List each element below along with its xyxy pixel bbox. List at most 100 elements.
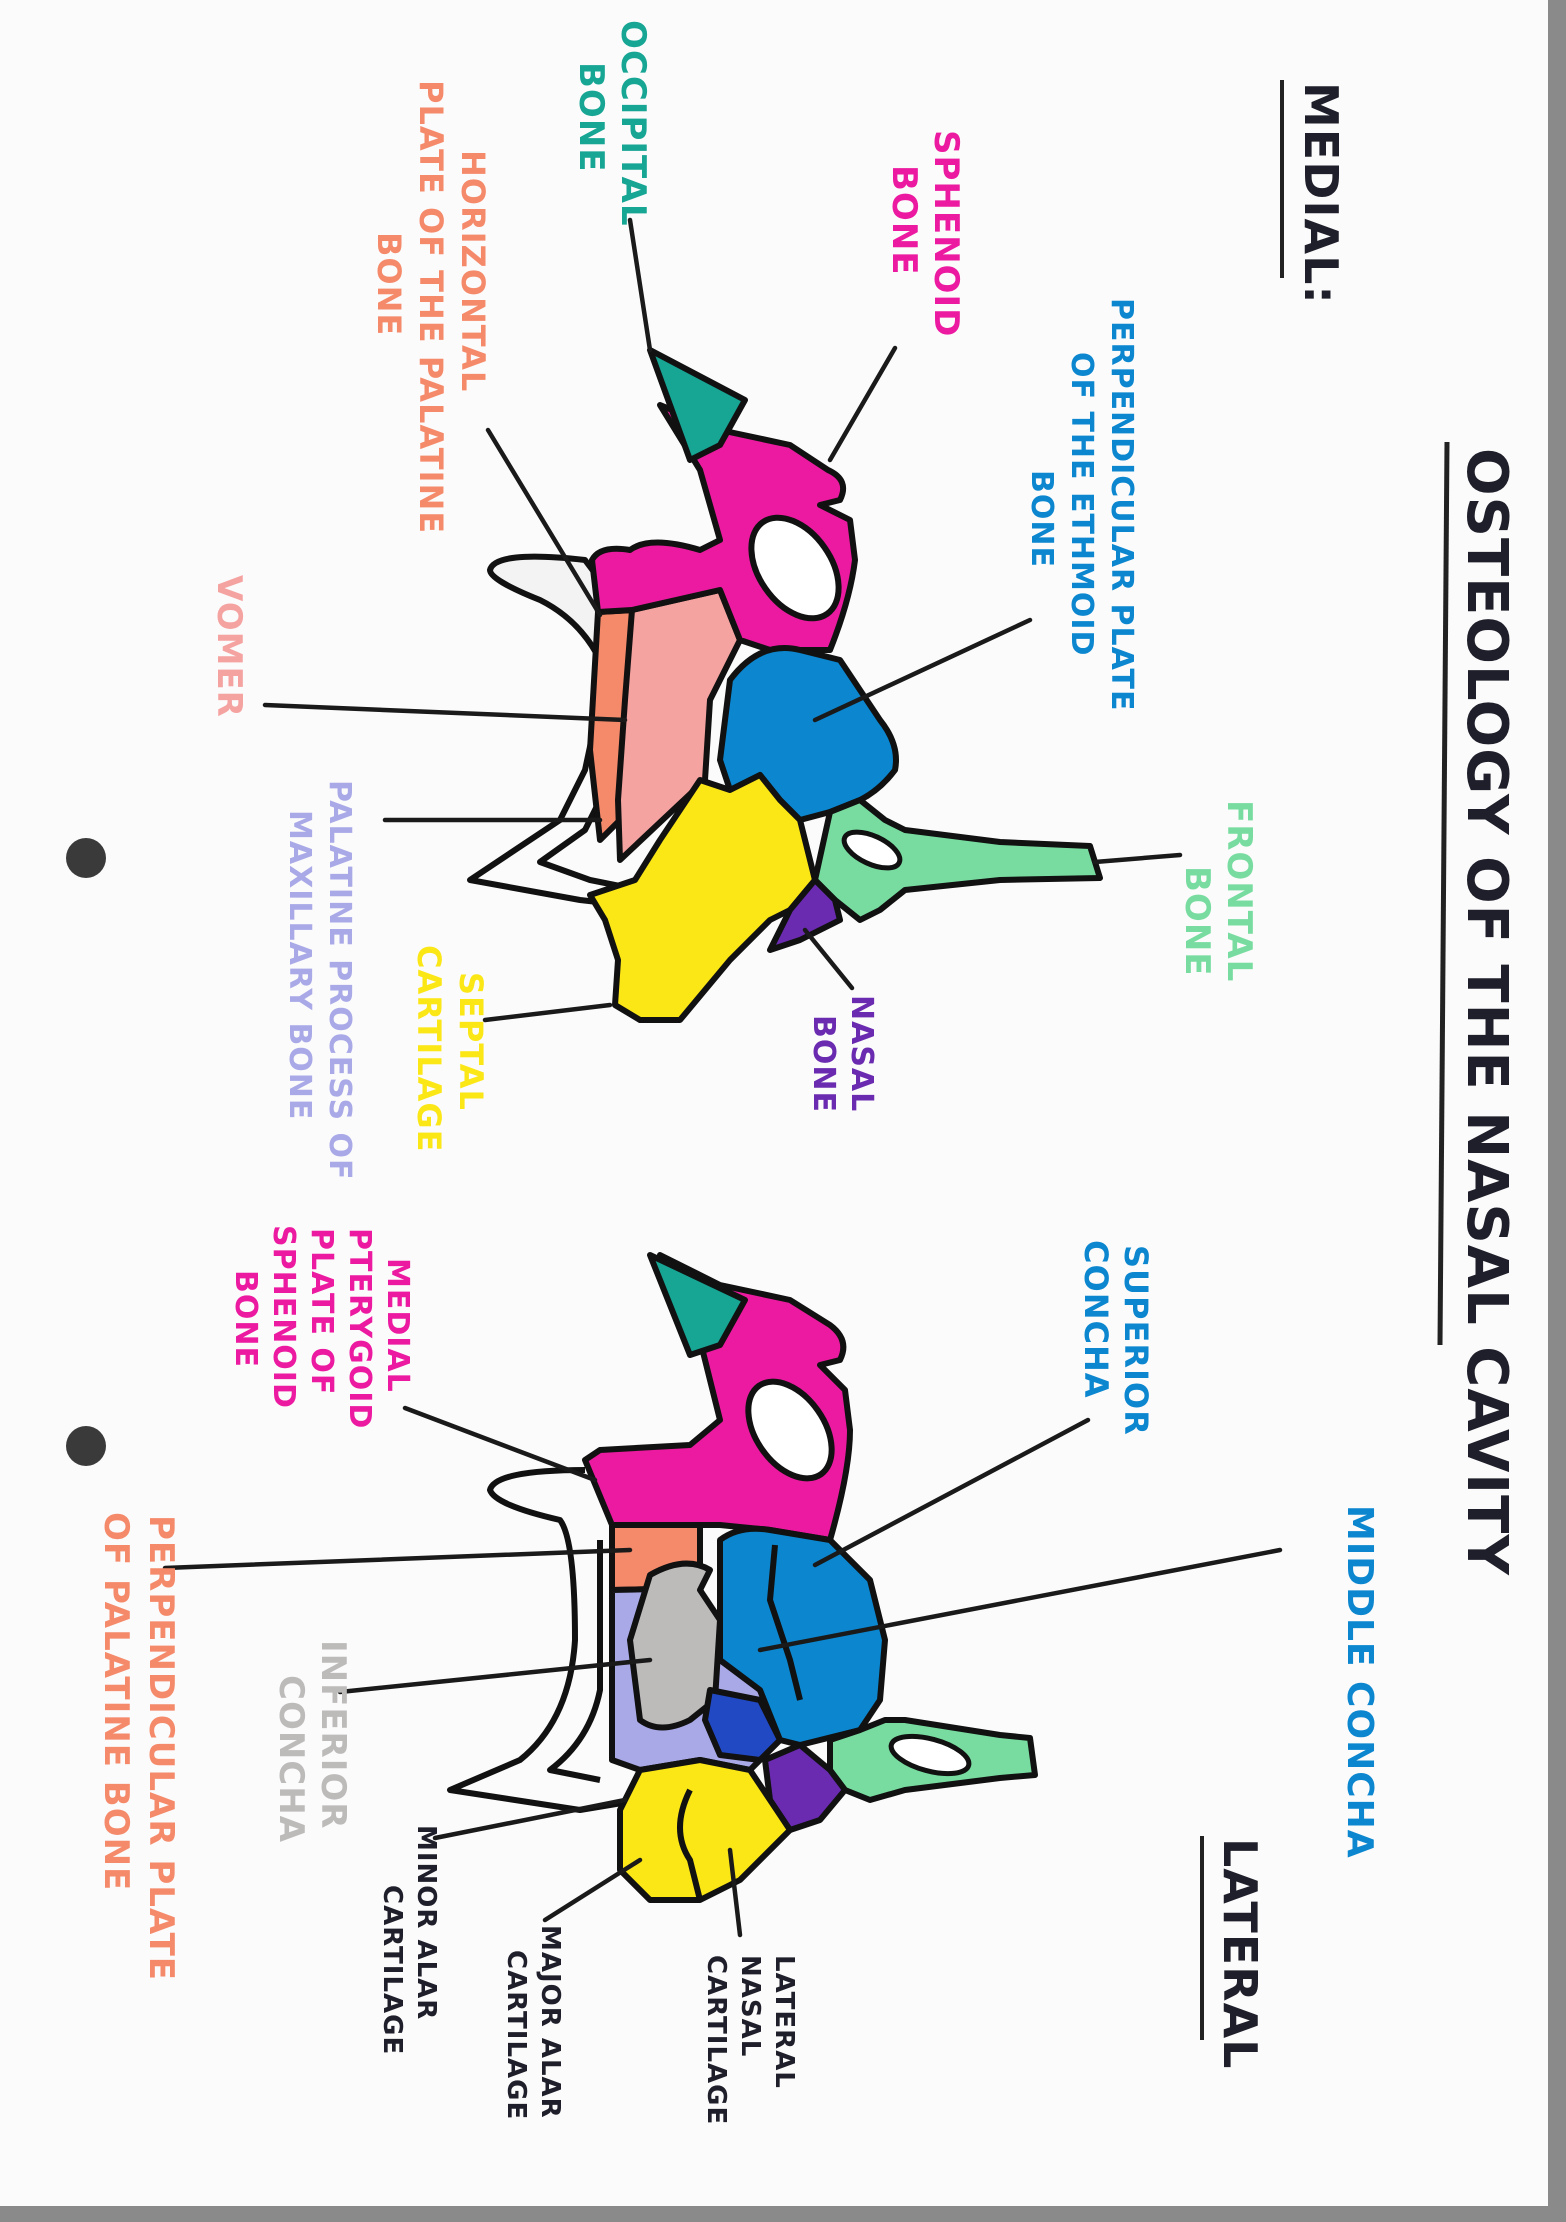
frontal-sinus-hole	[841, 829, 903, 871]
svg-text:BONE: BONE	[884, 165, 924, 276]
svg-text:PLATE OF THE PALATINE: PLATE OF THE PALATINE	[412, 80, 450, 534]
label-palatine-process: PALATINE PROCESS OF MAXILLARY BONE	[282, 780, 357, 1181]
svg-text:MAXILLARY BONE: MAXILLARY BONE	[282, 810, 317, 1120]
leader-major-alar	[542, 1857, 643, 1923]
svg-text:MAJOR ALAR: MAJOR ALAR	[535, 1925, 565, 2119]
label-frontal-bone: FRONTAL BONE	[1177, 800, 1259, 982]
svg-text:SPHENOID: SPHENOID	[926, 130, 966, 337]
leader-vomer	[262, 702, 628, 723]
label-major-alar: MAJOR ALAR CARTILAGE	[501, 1925, 565, 2120]
svg-text:CONCHA: CONCHA	[271, 1675, 311, 1843]
punch-hole-bottom	[66, 1426, 106, 1466]
svg-text:SEPTAL: SEPTAL	[452, 972, 490, 1111]
label-septal-cartilage: SEPTAL CARTILAGE	[410, 945, 490, 1152]
label-lateral-nasal: LATERAL NASAL CARTILAGE	[701, 1955, 799, 2125]
svg-text:NASAL: NASAL	[735, 1955, 765, 2057]
leader-minor-alar	[432, 1797, 628, 1841]
svg-text:OF PALATINE BONE: OF PALATINE BONE	[96, 1512, 136, 1891]
svg-text:PALATINE PROCESS OF: PALATINE PROCESS OF	[322, 780, 357, 1181]
lateral-nasal-outline-inner	[547, 1540, 603, 1783]
leader-septal	[482, 1002, 613, 1023]
svg-text:LATERAL: LATERAL	[769, 1955, 799, 2089]
lateral-alar-cartilage	[617, 1757, 793, 1903]
label-medial-pterygoid: MEDIAL PTERYGOID PLATE OF SPHENOID BONE	[228, 1225, 415, 1429]
label-perpendicular-plate-palatine: PERPENDICULAR PLATE OF PALATINE BONE	[96, 1512, 181, 1981]
page-title: OSTEOLOGY OF THE NASAL CAVITY	[1454, 448, 1519, 1576]
leader-horizontal	[485, 427, 603, 618]
lateral-frontal-hole	[888, 1733, 972, 1777]
label-sphenoid-bone: SPHENOID BONE	[884, 130, 966, 337]
medial-diagram	[262, 217, 1183, 1023]
leader-frontal	[1092, 852, 1183, 865]
leader-ethmoid	[812, 617, 1033, 723]
svg-text:FRONTAL: FRONTAL	[1219, 800, 1259, 982]
leader-inferior-concha	[337, 1657, 653, 1695]
label-middle-concha: MIDDLE CONCHA	[1339, 1505, 1380, 1859]
medial-heading: MEDIAL:	[1294, 82, 1348, 305]
lateral-heading: LATERAL	[1213, 1838, 1267, 2069]
svg-text:SUPERIOR: SUPERIOR	[1117, 1245, 1155, 1436]
svg-text:PLATE OF: PLATE OF	[304, 1228, 339, 1395]
label-vomer: VOMER	[209, 575, 249, 718]
superior-concha-line	[767, 1544, 803, 1701]
paper-edge-shadow	[1548, 0, 1566, 2222]
middle-concha-dark	[702, 1687, 783, 1763]
svg-text:OF THE ETHMOID: OF THE ETHMOID	[1064, 352, 1099, 656]
leader-medial-pterygoid	[402, 1405, 598, 1483]
svg-text:MIDDLE CONCHA: MIDDLE CONCHA	[1339, 1505, 1380, 1859]
leader-occipital	[627, 217, 653, 353]
medial-septal-cartilage	[587, 772, 818, 1023]
lateral-occipital	[647, 1252, 748, 1358]
leader-nasal-bone	[802, 927, 855, 991]
svg-text:PERPENDICULAR PLATE: PERPENDICULAR PLATE	[1104, 298, 1139, 711]
alar-division-line	[677, 1788, 703, 1901]
svg-text:HORIZONTAL: HORIZONTAL	[454, 150, 492, 392]
leader-lateral-nasal	[727, 1847, 743, 1938]
svg-text:OCCIPITAL: OCCIPITAL	[613, 20, 653, 227]
svg-text:CONCHA: CONCHA	[1077, 1240, 1115, 1399]
svg-text:SPHENOID: SPHENOID	[266, 1225, 301, 1409]
label-superior-concha: SUPERIOR CONCHA	[1077, 1240, 1155, 1436]
svg-text:CARTILAGE: CARTILAGE	[377, 1885, 407, 2055]
svg-text:BONE: BONE	[228, 1270, 263, 1368]
leader-perp-palatine	[162, 1547, 633, 1571]
svg-text:BONE: BONE	[1024, 470, 1059, 568]
paper-bottom-shadow	[0, 2206, 1566, 2222]
svg-text:VOMER: VOMER	[209, 575, 249, 718]
svg-text:INFERIOR: INFERIOR	[313, 1640, 353, 1829]
leader-middle-concha	[757, 1547, 1283, 1653]
label-perpendicular-plate-ethmoid: PERPENDICULAR PLATE OF THE ETHMOID BONE	[1024, 298, 1139, 711]
leader-sphenoid	[827, 345, 898, 463]
svg-text:CARTILAGE: CARTILAGE	[410, 945, 448, 1152]
label-occipital-bone: OCCIPITAL BONE	[571, 20, 653, 227]
label-minor-alar: MINOR ALAR CARTILAGE	[377, 1825, 441, 2055]
title-underline	[1437, 441, 1450, 1346]
svg-text:MINOR ALAR: MINOR ALAR	[411, 1825, 441, 2020]
label-horizontal-plate: HORIZONTAL PLATE OF THE PALATINE BONE	[370, 80, 492, 534]
label-nasal-bone: NASAL BONE	[806, 995, 879, 1113]
svg-text:PTERYGOID: PTERYGOID	[342, 1228, 377, 1429]
medial-nasal-bone	[767, 877, 843, 953]
medial-frontal	[812, 797, 1103, 923]
svg-text:BONE: BONE	[571, 62, 611, 173]
medial-pterygoid-ghost	[487, 553, 618, 663]
lateral-ethmoid	[717, 1525, 888, 1748]
lateral-sphenoid-hole	[745, 1378, 835, 1482]
svg-text:MEDIAL: MEDIAL	[380, 1258, 415, 1393]
svg-text:BONE: BONE	[370, 232, 408, 336]
svg-text:BONE: BONE	[1177, 866, 1217, 977]
label-inferior-concha: INFERIOR CONCHA	[271, 1640, 353, 1843]
punch-hole-top	[66, 838, 106, 878]
lateral-nasal-outline	[447, 1467, 641, 1813]
svg-text:BONE: BONE	[806, 1015, 841, 1113]
svg-text:CARTILAGE: CARTILAGE	[501, 1950, 531, 2120]
svg-text:CARTILAGE: CARTILAGE	[701, 1955, 731, 2125]
svg-text:NASAL: NASAL	[844, 995, 879, 1112]
medial-occipital	[647, 347, 748, 463]
lateral-diagram	[162, 1252, 1283, 1938]
svg-text:PERPENDICULAR PLATE: PERPENDICULAR PLATE	[141, 1515, 181, 1981]
sphenoid-sinus-hole	[748, 514, 842, 622]
leader-superior-concha	[812, 1417, 1091, 1568]
